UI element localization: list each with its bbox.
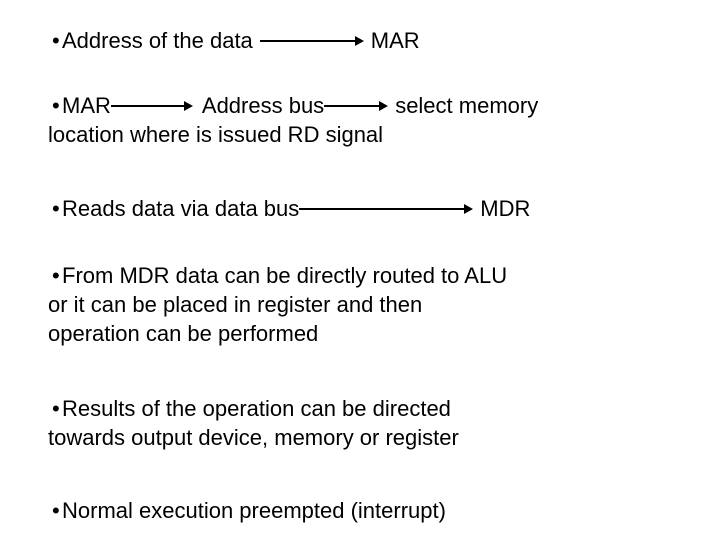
bullet-glyph-icon: • — [52, 396, 60, 421]
bullet-continuation-line: or it can be placed in register and then — [48, 292, 423, 317]
bullet-item-normal-execution-preempted: •Normal execution preempted (interrupt) — [48, 496, 708, 525]
bullet-text: Results of the operation can be directed — [62, 396, 451, 421]
bullet-text: Address of the data — [62, 28, 253, 53]
right-arrow-icon — [299, 203, 474, 214]
bullet-glyph-icon: • — [52, 28, 60, 53]
right-arrow-icon — [110, 100, 193, 111]
right-arrow-icon — [324, 100, 389, 111]
bullet-item-reads-data-via-data-bus: •Reads data via data bus MDR — [48, 194, 708, 223]
bullet-continuation-line: operation can be performed — [48, 321, 319, 346]
bullet-glyph-icon: • — [52, 263, 60, 288]
bullet-glyph-icon: • — [52, 93, 60, 118]
bullet-line: •Reads data via data bus MDR — [48, 194, 708, 223]
bullet-text: select memory — [395, 93, 539, 118]
bullet-glyph-icon: • — [52, 196, 60, 221]
bullet-line: •MAR Address bus select memory — [48, 91, 708, 120]
bullet-text: MDR — [480, 196, 531, 221]
bullet-text: Normal execution preempted (interrupt) — [62, 498, 446, 523]
bullet-item-from-mdr-data-routed: •From MDR data can be directly routed to… — [48, 261, 708, 348]
bullet-line: •Results of the operation can be directe… — [48, 394, 708, 423]
bullet-line: •Normal execution preempted (interrupt) — [48, 496, 708, 525]
bullet-text: MAR — [370, 28, 420, 53]
bullet-line: •From MDR data can be directly routed to… — [48, 261, 708, 290]
bullet-item-results-of-the-operation: •Results of the operation can be directe… — [48, 394, 708, 452]
bullet-line: •Address of the data MAR — [48, 26, 708, 55]
bullet-item-mar-address-bus: •MAR Address bus select memory location wh… — [48, 91, 708, 149]
bullet-text: MAR — [62, 93, 111, 118]
bullet-continuation-line: location where is issued RD signal — [48, 122, 384, 147]
bullet-text: Address bus — [201, 93, 325, 118]
bullet-item-address-of-the-data: •Address of the data MAR — [48, 26, 708, 55]
bullet-continuation-line: towards output device, memory or registe… — [48, 425, 459, 450]
bullet-glyph-icon: • — [52, 498, 60, 523]
bullet-text: Reads data via data bus — [62, 196, 300, 221]
bullet-text: From MDR data can be directly routed to … — [62, 263, 508, 288]
right-arrow-icon — [259, 35, 364, 46]
